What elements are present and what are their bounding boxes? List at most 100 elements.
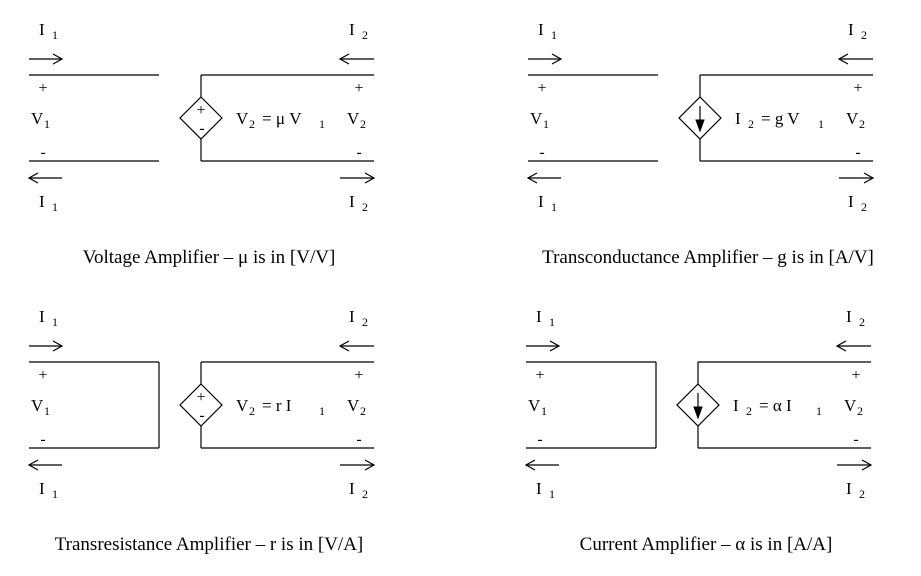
dependent-source-diamond xyxy=(179,383,223,427)
input-current-bottom-arrow-head xyxy=(27,459,39,471)
input-current-bottom-label-subscript: 1 xyxy=(52,200,58,214)
input-plus-sign: + xyxy=(535,367,544,384)
source-minus-sign: - xyxy=(199,120,204,137)
equation-rhs: = r I xyxy=(262,396,292,415)
input-voltage-label-subscript: 1 xyxy=(541,404,547,418)
equation-lhs: V xyxy=(236,109,249,128)
amplifier-caption: Current Amplifier – α is in [A/A] xyxy=(580,534,833,555)
equation-lhs-subscript: 2 xyxy=(746,404,752,418)
input-current-top-label-letter: I xyxy=(536,307,542,326)
amplifier-caption: Voltage Amplifier – μ is in [V/V] xyxy=(83,247,336,268)
output-current-bottom-arrow-head xyxy=(861,459,873,471)
equation-lhs: V xyxy=(236,396,249,415)
output-current-top-label-letter: I xyxy=(349,307,355,326)
output-current-top-arrow-head xyxy=(837,53,849,65)
equation-lhs: I xyxy=(733,396,739,415)
source-minus-sign: - xyxy=(199,407,204,424)
input-current-bottom-arrow-head xyxy=(27,172,39,184)
output-current-bottom-label-letter: I xyxy=(349,192,355,211)
equation-rhs: = μ V xyxy=(262,109,302,128)
input-plus-sign: + xyxy=(38,80,47,97)
output-voltage-label-subscript: 2 xyxy=(857,404,863,418)
input-voltage-label-letter: V xyxy=(31,396,44,415)
input-current-top-arrow-head xyxy=(52,53,64,65)
output-current-top-label-subscript: 2 xyxy=(362,315,368,329)
input-current-bottom-label-subscript: 1 xyxy=(549,487,555,501)
output-plus-sign: + xyxy=(354,80,363,97)
equation-lhs: I xyxy=(735,109,741,128)
input-minus-sign: - xyxy=(40,431,45,448)
output-voltage-label-subscript: 2 xyxy=(360,404,366,418)
amplifier-caption: Transconductance Amplifier – g is in [A/… xyxy=(542,247,874,268)
output-current-top-label-subscript: 2 xyxy=(362,28,368,42)
input-current-bottom-arrow-head xyxy=(524,459,536,471)
source-current-arrow-head xyxy=(695,119,705,133)
output-current-bottom-label-letter: I xyxy=(846,479,852,498)
output-voltage-label-letter: V xyxy=(347,396,360,415)
output-current-top-label-letter: I xyxy=(846,307,852,326)
amplifier-caption: Transresistance Amplifier – r is in [V/A… xyxy=(55,534,364,555)
output-plus-sign: + xyxy=(853,80,862,97)
equation-lhs-subscript: 2 xyxy=(249,117,255,131)
source-current-arrow-head xyxy=(693,406,703,420)
input-minus-sign: - xyxy=(539,144,544,161)
output-voltage-label-letter: V xyxy=(846,109,859,128)
output-current-bottom-arrow-head xyxy=(863,172,875,184)
dependent-source-diamond xyxy=(676,383,720,427)
input-current-top-arrow-head xyxy=(551,53,563,65)
source-plus-sign: + xyxy=(196,102,205,119)
input-voltage-label-subscript: 1 xyxy=(543,117,549,131)
input-current-top-label-letter: I xyxy=(538,20,544,39)
output-minus-sign: - xyxy=(853,431,858,448)
input-plus-sign: + xyxy=(38,367,47,384)
input-current-top-label-letter: I xyxy=(39,20,45,39)
equation-lhs-subscript: 2 xyxy=(748,117,754,131)
equation-rhs-subscript: 1 xyxy=(319,117,325,131)
output-minus-sign: - xyxy=(855,144,860,161)
input-current-bottom-arrow-head xyxy=(526,172,538,184)
equation-rhs-subscript: 1 xyxy=(816,404,822,418)
output-current-top-label-subscript: 2 xyxy=(859,315,865,329)
input-current-top-arrow-head xyxy=(52,340,64,352)
input-current-bottom-label-subscript: 1 xyxy=(52,487,58,501)
dependent-source-diamond xyxy=(179,96,223,140)
output-current-bottom-label-letter: I xyxy=(848,192,854,211)
input-current-top-arrow-head xyxy=(549,340,561,352)
output-voltage-label-subscript: 2 xyxy=(360,117,366,131)
output-current-bottom-arrow-head xyxy=(364,172,376,184)
output-current-top-label-subscript: 2 xyxy=(861,28,867,42)
input-current-bottom-label-subscript: 1 xyxy=(551,200,557,214)
equation-lhs-subscript: 2 xyxy=(249,404,255,418)
output-minus-sign: - xyxy=(356,144,361,161)
input-voltage-label-subscript: 1 xyxy=(44,117,50,131)
output-voltage-label-letter: V xyxy=(347,109,360,128)
input-current-bottom-label-letter: I xyxy=(39,192,45,211)
equation-rhs-subscript: 1 xyxy=(319,404,325,418)
output-current-bottom-label-subscript: 2 xyxy=(859,487,865,501)
input-minus-sign: - xyxy=(537,431,542,448)
output-current-bottom-label-subscript: 2 xyxy=(362,200,368,214)
input-minus-sign: - xyxy=(40,144,45,161)
output-voltage-label-letter: V xyxy=(844,396,857,415)
input-current-top-label-subscript: 1 xyxy=(549,315,555,329)
equation-rhs: = g V xyxy=(761,109,800,128)
output-current-top-label-letter: I xyxy=(848,20,854,39)
output-plus-sign: + xyxy=(851,367,860,384)
input-voltage-label-letter: V xyxy=(528,396,541,415)
output-current-top-arrow-head xyxy=(338,340,350,352)
input-current-bottom-label-letter: I xyxy=(538,192,544,211)
output-current-bottom-arrow-head xyxy=(364,459,376,471)
input-current-top-label-subscript: 1 xyxy=(551,28,557,42)
output-current-top-arrow-head xyxy=(835,340,847,352)
output-current-bottom-label-subscript: 2 xyxy=(362,487,368,501)
output-minus-sign: - xyxy=(356,431,361,448)
input-current-top-label-subscript: 1 xyxy=(52,315,58,329)
output-current-bottom-label-subscript: 2 xyxy=(861,200,867,214)
input-current-bottom-label-letter: I xyxy=(536,479,542,498)
output-current-bottom-label-letter: I xyxy=(349,479,355,498)
